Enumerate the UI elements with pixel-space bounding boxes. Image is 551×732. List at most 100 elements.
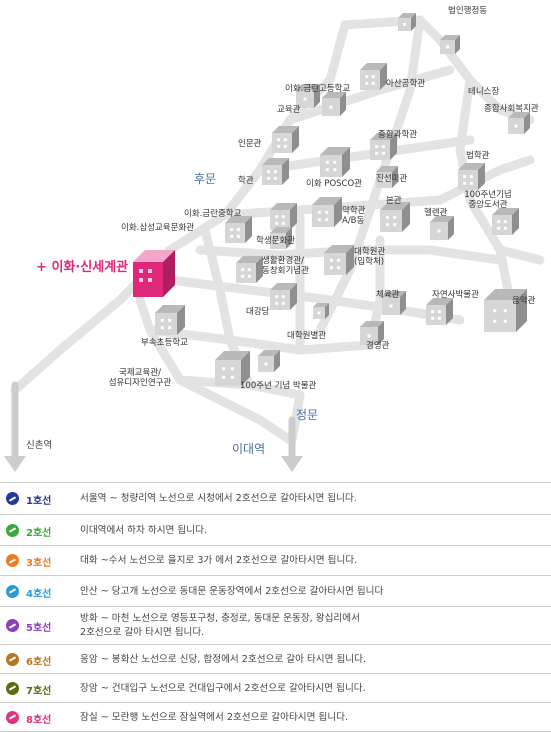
building-side	[177, 305, 185, 335]
building-window	[337, 266, 341, 270]
subway-line-icon	[6, 619, 19, 632]
building-side	[378, 321, 384, 345]
building-side	[334, 197, 342, 227]
building-b23	[426, 298, 453, 325]
building-window	[283, 144, 287, 148]
building-label: 아산공학관	[386, 79, 426, 89]
building-window	[160, 318, 164, 322]
building-window	[329, 266, 333, 270]
building-b24	[484, 289, 527, 332]
building-window	[267, 170, 271, 174]
building-top	[225, 216, 252, 223]
building-window	[493, 309, 497, 313]
buildings-layer	[155, 13, 530, 386]
building-top	[484, 289, 527, 300]
building-window	[236, 228, 240, 232]
building-front	[215, 360, 241, 386]
building-window	[437, 229, 441, 233]
subway-line-name: 2호선	[26, 527, 52, 539]
subway-line-icon	[6, 523, 19, 537]
building-window	[160, 326, 164, 330]
building-side	[411, 13, 416, 31]
building-window	[273, 176, 277, 180]
building-side	[446, 298, 453, 325]
building-top	[322, 92, 346, 98]
building-window	[371, 81, 375, 85]
building-label: 본관	[386, 196, 402, 206]
building-window	[241, 268, 245, 272]
building-top	[360, 63, 387, 70]
building-window	[317, 311, 321, 315]
building-top	[324, 245, 354, 253]
building-front	[270, 210, 290, 230]
building-top	[458, 163, 485, 170]
building-label: 100주년 기념 박물관	[240, 381, 317, 391]
building-b28	[360, 321, 384, 345]
building-label: 대학원관(입학처)	[354, 247, 386, 267]
building-window	[236, 234, 240, 238]
building-window	[317, 218, 321, 222]
building-side	[346, 245, 354, 275]
building-side	[340, 92, 346, 116]
building-side	[342, 147, 350, 177]
main-gate-label: 정문	[296, 408, 319, 422]
building-label: 대학원별관	[287, 331, 327, 341]
building-window	[337, 258, 341, 262]
building-window	[446, 45, 449, 49]
building-side	[392, 166, 398, 188]
building-window	[325, 168, 329, 172]
building-front	[272, 133, 292, 153]
highlight-building-label: + 이화·신세계관	[36, 260, 129, 275]
building-window	[514, 124, 518, 128]
building-b21	[324, 245, 354, 275]
building-top	[258, 350, 280, 356]
building-window	[385, 215, 389, 219]
building-top	[430, 216, 454, 222]
station-arrows	[11, 381, 296, 464]
building-top	[312, 197, 342, 205]
building-window	[503, 226, 507, 230]
building-front	[484, 300, 516, 332]
building-window	[325, 160, 329, 164]
building-front	[380, 210, 402, 232]
building-b29	[215, 351, 250, 386]
building-window	[393, 223, 397, 227]
building-side	[400, 291, 406, 315]
building-b03	[360, 63, 387, 90]
sinchon-station-label: 신촌역	[26, 440, 53, 451]
subway-line-name: 3호선	[26, 558, 52, 569]
building-b12	[376, 166, 398, 188]
building-b10	[262, 158, 289, 185]
building-b01	[398, 13, 416, 31]
building-label: 종합과학관	[378, 130, 418, 140]
building-label: 테니스장	[468, 87, 500, 97]
subway-line-icon	[6, 710, 19, 724]
building-window	[168, 326, 172, 330]
building-window	[325, 210, 329, 214]
subway-line-name: 1호선	[26, 496, 52, 507]
building-window	[247, 268, 251, 272]
building-window	[437, 310, 441, 314]
highlight-building-side	[163, 250, 175, 297]
building-top	[492, 208, 519, 215]
building-front	[312, 205, 334, 227]
building-label: 이화.삼성교육문화관	[121, 223, 195, 233]
building-b04	[322, 92, 346, 116]
building-window	[273, 170, 277, 174]
building-label: 법학관	[466, 151, 490, 161]
building-front	[155, 313, 177, 335]
building-b17	[430, 216, 454, 240]
back-gate-label: 후문	[194, 172, 217, 186]
building-side	[290, 203, 297, 230]
building-window	[247, 274, 251, 278]
building-front	[236, 263, 256, 283]
subway-line-name: 6호선	[26, 656, 52, 668]
subway-line-icon	[6, 652, 19, 666]
building-label: 국제교육관/섬유디자인연구관	[108, 368, 172, 388]
building-window	[389, 304, 393, 308]
subway-line-name: 4호선	[26, 588, 52, 600]
